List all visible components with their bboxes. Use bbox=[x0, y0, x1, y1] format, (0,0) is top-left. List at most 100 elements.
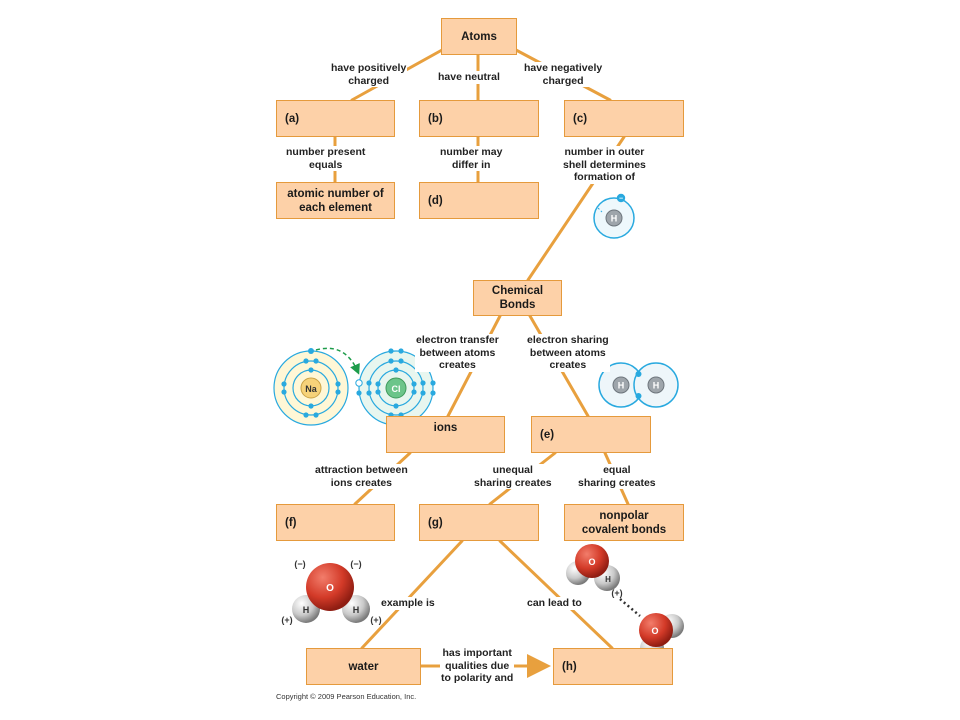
water-molecule-illustration: O H H (−) (−) (+) (+) bbox=[281, 559, 381, 625]
link-electron-sharing-line2: between atoms bbox=[529, 346, 606, 359]
link-outer-shell-line2: shell determines bbox=[563, 158, 646, 171]
link-have-negatively-line2: charged bbox=[542, 74, 584, 87]
link-number-present: number present equals bbox=[285, 146, 367, 171]
sodium-symbol: Na bbox=[305, 384, 317, 394]
water1-h-left: H bbox=[303, 605, 310, 615]
link-important-line3: to polarity and bbox=[441, 672, 514, 684]
concept-nonpolar-line2: covalent bonds bbox=[581, 523, 667, 536]
water1-h-right: H bbox=[353, 605, 360, 615]
chlorine-symbol: Cl bbox=[392, 384, 401, 394]
concept-c-label: (c) bbox=[573, 112, 588, 125]
hydrogen-atom-illustration: H − bbox=[593, 193, 635, 239]
link-number-may-line2: differ in bbox=[451, 158, 491, 171]
concept-e: (e) bbox=[531, 416, 651, 453]
concept-nonpolar-line1: nonpolar bbox=[599, 509, 649, 522]
concept-c: (c) bbox=[564, 100, 684, 137]
link-equal-line1: equal bbox=[603, 464, 631, 476]
link-outer-shell-line1: number in outer bbox=[564, 146, 645, 158]
link-attraction-line1: attraction between bbox=[315, 464, 408, 476]
link-important-line2: qualities due bbox=[445, 659, 510, 672]
link-outer-shell-line3: formation of bbox=[573, 171, 636, 183]
link-electron-transfer: electron transfer between atoms creates bbox=[415, 334, 500, 372]
concept-b-label: (b) bbox=[428, 112, 443, 125]
water2-oxygen-top: O bbox=[588, 557, 595, 567]
link-have-neutral: have neutral bbox=[437, 71, 501, 84]
concept-h-label: (h) bbox=[562, 660, 577, 673]
connector-g-h bbox=[498, 539, 614, 650]
link-number-may-line1: number may bbox=[440, 146, 503, 158]
link-electron-transfer-line2: between atoms bbox=[419, 346, 496, 359]
link-have-negatively-line1: have negatively bbox=[524, 62, 603, 74]
link-electron-sharing-line1: electron sharing bbox=[527, 334, 609, 346]
sodium-atom-illustration: Na bbox=[273, 348, 349, 426]
water1-oxygen: O bbox=[326, 583, 334, 594]
link-unequal-sharing: unequal sharing creates bbox=[473, 464, 553, 489]
link-have-negatively: have negatively charged bbox=[523, 62, 604, 87]
concept-water: water bbox=[306, 648, 421, 685]
link-unequal-line1: unequal bbox=[492, 464, 533, 476]
link-important-line1: has important bbox=[442, 647, 512, 659]
link-number-present-line1: number present bbox=[286, 146, 366, 158]
concept-atoms-label: Atoms bbox=[461, 30, 497, 43]
link-number-may: number may differ in bbox=[439, 146, 504, 171]
link-have-positively: have positively charged bbox=[330, 62, 408, 87]
connector-g-water bbox=[360, 539, 464, 650]
concept-chemical-bonds: Chemical Bonds bbox=[473, 280, 562, 316]
link-attraction-line2: ions creates bbox=[330, 476, 393, 489]
concept-a: (a) bbox=[276, 100, 395, 137]
concept-a-label: (a) bbox=[285, 112, 300, 125]
hydrogen-atom-symbol: H bbox=[611, 214, 618, 224]
concept-f: (f) bbox=[276, 504, 395, 541]
water2-h: H bbox=[605, 575, 611, 584]
hydrogen-bond-illustration: O H (+) O bbox=[566, 544, 684, 660]
water1-charge-bottom-right: (+) bbox=[370, 615, 381, 625]
concept-ions-label: ions bbox=[433, 422, 458, 434]
link-have-positively-line1: have positively bbox=[331, 62, 407, 74]
water1-charge-top-left: (−) bbox=[294, 559, 305, 569]
concept-nonpolar-covalent: nonpolar covalent bonds bbox=[564, 504, 684, 541]
link-electron-sharing: electron sharing between atoms creates bbox=[526, 334, 610, 372]
link-equal-line2: sharing creates bbox=[578, 476, 656, 489]
concept-g-label: (g) bbox=[428, 516, 443, 529]
concept-d: (d) bbox=[419, 182, 539, 219]
chlorine-atom-illustration: Cl bbox=[355, 348, 436, 428]
link-equal-sharing: equal sharing creates bbox=[577, 464, 657, 489]
link-have-positively-line2: charged bbox=[348, 74, 390, 87]
water1-charge-top-right: (−) bbox=[350, 559, 361, 569]
concept-atoms: Atoms bbox=[441, 18, 517, 55]
concept-f-label: (f) bbox=[285, 516, 297, 529]
link-outer-shell: number in outer shell determines formati… bbox=[562, 146, 647, 184]
link-electron-transfer-line1: electron transfer bbox=[416, 334, 499, 346]
hydrogen-atom-electron: − bbox=[619, 196, 623, 203]
concept-e-label: (e) bbox=[540, 428, 555, 441]
water1-charge-bottom-left: (+) bbox=[281, 615, 292, 625]
concept-g: (g) bbox=[419, 504, 539, 541]
concept-ions: ions bbox=[386, 416, 505, 453]
concept-atomic-number: atomic number of each element bbox=[276, 182, 395, 219]
concept-chemical-bonds-line1: Chemical bbox=[491, 285, 544, 297]
concept-chemical-bonds-line2: Bonds bbox=[499, 299, 536, 311]
link-can-lead-to-line1: can lead to bbox=[527, 597, 582, 609]
h2-atom1-symbol: H bbox=[618, 381, 625, 391]
link-attraction: attraction between ions creates bbox=[314, 464, 409, 489]
concept-water-label: water bbox=[348, 660, 379, 673]
link-electron-sharing-line3: creates bbox=[549, 359, 587, 371]
concept-atomic-number-line2: each element bbox=[299, 201, 372, 214]
link-example-is: example is bbox=[380, 597, 436, 610]
concept-atomic-number-line1: atomic number of bbox=[287, 187, 384, 200]
link-example-is-line1: example is bbox=[381, 597, 435, 609]
link-can-lead-to: can lead to bbox=[526, 597, 583, 610]
h2-atom2-symbol: H bbox=[653, 381, 660, 391]
link-unequal-line2: sharing creates bbox=[474, 476, 552, 489]
link-important-qualities: has important qualities due to polarity … bbox=[440, 647, 515, 685]
h2-molecule-illustration: H H bbox=[598, 362, 679, 408]
concept-d-label: (d) bbox=[428, 194, 443, 207]
concept-b: (b) bbox=[419, 100, 539, 137]
concept-h: (h) bbox=[553, 648, 673, 685]
link-electron-transfer-line3: creates bbox=[439, 359, 476, 371]
link-have-neutral-line1: have neutral bbox=[438, 71, 500, 83]
link-number-present-line2: equals bbox=[309, 158, 343, 171]
water2-oxygen: O bbox=[651, 626, 658, 636]
copyright-notice: Copyright © 2009 Pearson Education, Inc. bbox=[276, 692, 417, 701]
water2-charge: (+) bbox=[611, 588, 622, 598]
